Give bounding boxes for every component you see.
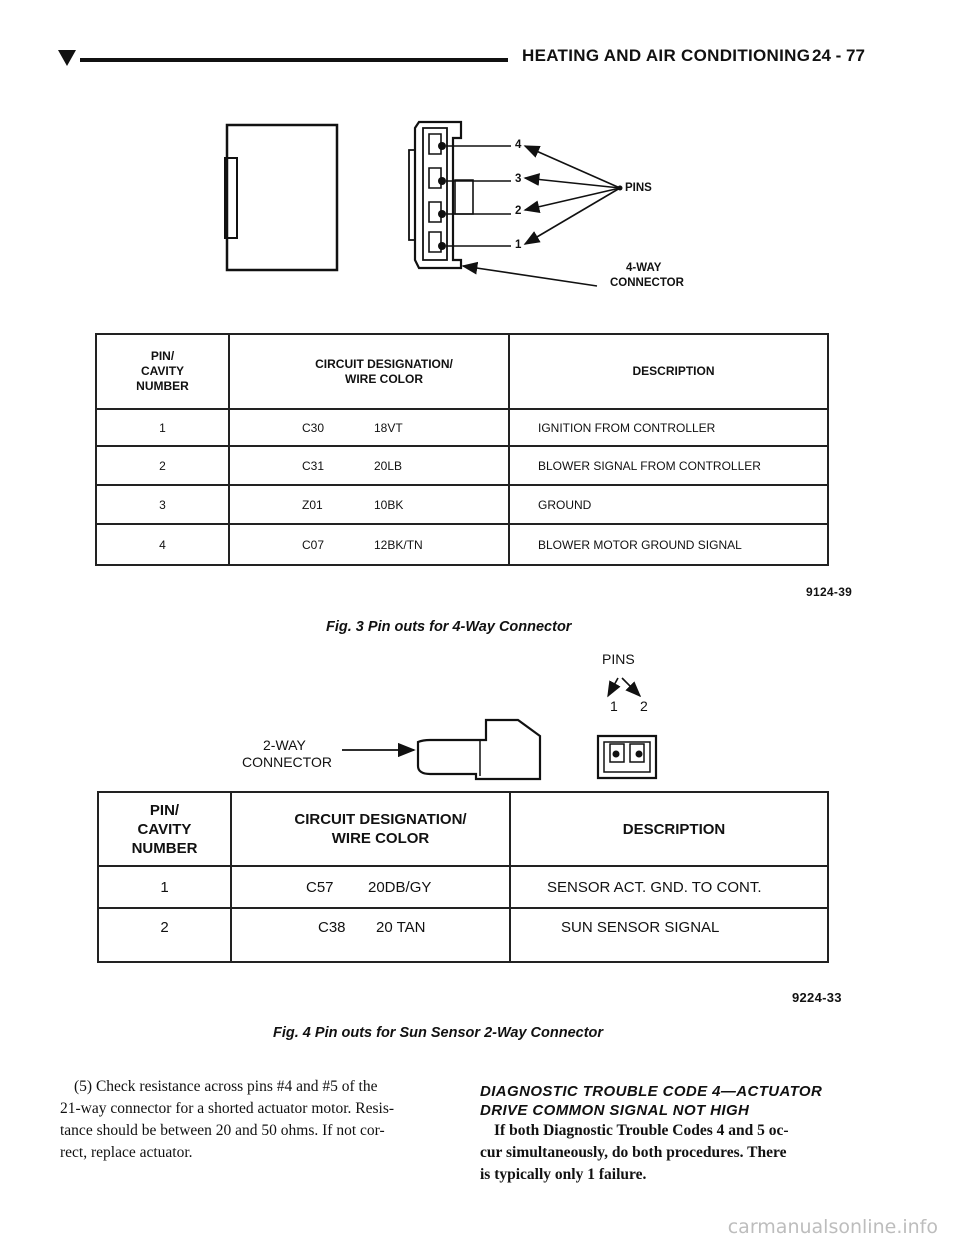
fig3-connector-label-line1: 4-WAY <box>626 262 662 274</box>
table-header-row: PIN/ CAVITY NUMBER CIRCUIT DESIGNATION/ … <box>95 333 829 410</box>
header-pin-cavity-number: PIN/ CAVITY NUMBER <box>95 333 230 410</box>
cell-circuit: C38 20 TAN <box>230 907 511 963</box>
header-rule <box>80 58 508 62</box>
fig4-connector-label-line2: CONNECTOR <box>242 754 332 770</box>
circuit-code: C30 <box>302 420 325 435</box>
wire-color: 12BK/TN <box>374 537 423 552</box>
wire-color: 18VT <box>374 420 403 435</box>
cell-description: SUN SENSOR SIGNAL <box>509 907 829 963</box>
circuit-code: C57 <box>306 878 334 896</box>
cell-circuit: C07 12BK/TN <box>228 523 510 566</box>
section-marker-triangle-icon <box>58 50 76 66</box>
cell-pin: 1 <box>95 408 230 447</box>
cell-circuit: C57 20DB/GY <box>230 865 511 909</box>
table-row: 1 C57 20DB/GY SENSOR ACT. GND. TO CONT. <box>97 865 829 909</box>
fig4-figure-number: 9224-33 <box>792 990 842 1005</box>
heading-line: DIAGNOSTIC TROUBLE CODE 4—ACTUATOR <box>480 1083 823 1100</box>
fig4-pin2-label: 2 <box>640 698 648 714</box>
cell-pin: 2 <box>95 445 230 486</box>
page-number: 24 - 77 <box>812 46 865 65</box>
cell-description: IGNITION FROM CONTROLLER <box>508 408 829 447</box>
text-line: (5) Check resistance across pins #4 and … <box>74 1078 378 1095</box>
four-way-connector-diagram <box>224 120 623 287</box>
fig4-pins-label: PINS <box>602 651 635 667</box>
header-circuit-designation: CIRCUIT DESIGNATION/ WIRE COLOR <box>228 333 510 410</box>
text-line: If both Diagnostic Trouble Codes 4 and 5… <box>494 1122 789 1139</box>
header-description: DESCRIPTION <box>509 791 829 867</box>
header-line: CIRCUIT DESIGNATION/ <box>315 356 453 371</box>
circuit-code: C38 <box>318 919 346 936</box>
fig3-pin4-label: 4 <box>515 139 522 151</box>
text-line: cur simultaneously, do both procedures. … <box>480 1144 787 1161</box>
table-header-row: PIN/ CAVITY NUMBER CIRCUIT DESIGNATION/ … <box>97 791 829 867</box>
fig3-caption: Fig. 3 Pin outs for 4-Way Connector <box>326 619 572 635</box>
header-line: CIRCUIT DESIGNATION/ <box>294 811 467 828</box>
cell-pin: 2 <box>97 907 232 963</box>
header-line: WIRE COLOR <box>331 830 430 847</box>
heading-line: DRIVE COMMON SIGNAL NOT HIGH <box>480 1102 750 1119</box>
table-row: 2 C31 20LB BLOWER SIGNAL FROM CONTROLLER <box>95 445 829 486</box>
fig4-pinout-table: PIN/ CAVITY NUMBER CIRCUIT DESIGNATION/ … <box>97 791 829 963</box>
fig3-pin2-label: 2 <box>515 205 522 217</box>
page-header-title: HEATING AND AIR CONDITIONING <box>522 46 811 65</box>
site-watermark: carmanualsonline.info <box>727 1216 938 1238</box>
header-line: WIRE COLOR <box>345 371 423 386</box>
wire-color: 20LB <box>374 458 403 473</box>
header-circuit-designation: CIRCUIT DESIGNATION/ WIRE COLOR <box>230 791 511 867</box>
wire-color: 20DB/GY <box>368 878 432 896</box>
two-way-connector-diagram <box>342 677 658 781</box>
fig4-connector-label-line1: 2-WAY <box>263 737 306 753</box>
header-description: DESCRIPTION <box>508 333 829 410</box>
cell-circuit: C30 18VT <box>228 408 510 447</box>
cell-description: BLOWER MOTOR GROUND SIGNAL <box>508 523 829 566</box>
header-line: PIN/ <box>149 801 180 819</box>
text-line: is typically only 1 failure. <box>480 1166 647 1183</box>
cell-pin: 4 <box>95 523 230 566</box>
cell-circuit: C31 20LB <box>228 445 510 486</box>
dtc-4-intro-paragraph: If both Diagnostic Trouble Codes 4 and 5… <box>480 1120 900 1186</box>
table-row: 4 C07 12BK/TN BLOWER MOTOR GROUND SIGNAL <box>95 523 829 566</box>
dtc-4-section-heading: DIAGNOSTIC TROUBLE CODE 4—ACTUATOR DRIVE… <box>480 1082 900 1120</box>
fig4-caption: Fig. 4 Pin outs for Sun Sensor 2-Way Con… <box>273 1025 604 1041</box>
text-line: rect, replace actuator. <box>60 1144 193 1161</box>
fig3-pin1-label: 1 <box>515 239 522 251</box>
step-5-paragraph: (5) Check resistance across pins #4 and … <box>60 1076 460 1164</box>
wire-color: 10BK <box>374 497 404 512</box>
fig3-connector-label-line2: CONNECTOR <box>610 277 684 289</box>
text-line: tance should be between 20 and 50 ohms. … <box>60 1122 385 1139</box>
circuit-code: C07 <box>302 537 325 552</box>
header-line: CAVITY <box>140 364 185 378</box>
fig3-figure-number: 9124-39 <box>806 585 853 599</box>
cell-pin: 1 <box>97 865 232 909</box>
cell-circuit: Z01 10BK <box>228 484 510 525</box>
cell-description: BLOWER SIGNAL FROM CONTROLLER <box>508 445 829 486</box>
header-pin-cavity-number: PIN/ CAVITY NUMBER <box>97 791 232 867</box>
header-line: CAVITY <box>137 820 192 838</box>
cell-description: SENSOR ACT. GND. TO CONT. <box>509 865 829 909</box>
header-line: NUMBER <box>131 839 198 857</box>
fig3-pins-label: PINS <box>625 182 652 194</box>
cell-pin: 3 <box>95 484 230 525</box>
header-line: NUMBER <box>136 379 189 393</box>
wire-color: 20 TAN <box>376 919 426 936</box>
fig3-pinout-table: PIN/ CAVITY NUMBER CIRCUIT DESIGNATION/ … <box>95 333 829 566</box>
fig3-pin3-label: 3 <box>515 173 522 185</box>
table-row: 2 C38 20 TAN SUN SENSOR SIGNAL <box>97 907 829 963</box>
text-line: 21-way connector for a shorted actuator … <box>60 1100 395 1117</box>
circuit-code: Z01 <box>302 497 323 512</box>
header-line: PIN/ <box>150 349 175 363</box>
table-row: 1 C30 18VT IGNITION FROM CONTROLLER <box>95 408 829 447</box>
cell-description: GROUND <box>508 484 829 525</box>
circuit-code: C31 <box>302 458 325 473</box>
fig4-pin1-label: 1 <box>610 698 618 714</box>
table-row: 3 Z01 10BK GROUND <box>95 484 829 525</box>
